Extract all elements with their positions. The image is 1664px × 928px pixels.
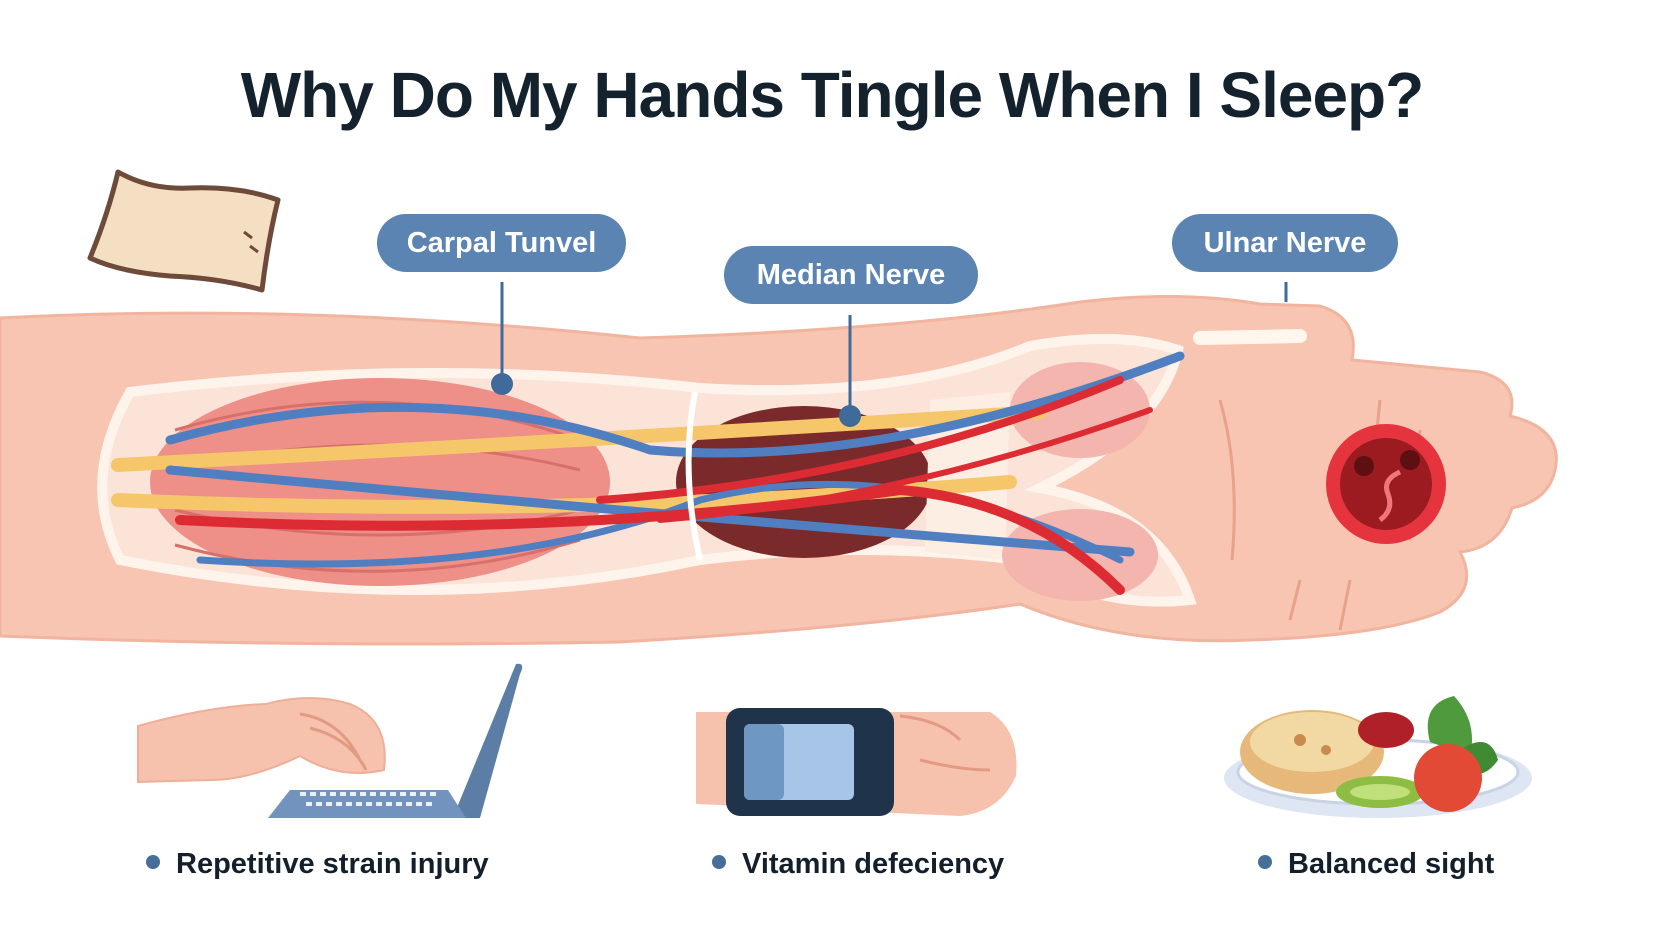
caption-text: Repetitive strain injury xyxy=(176,848,489,880)
food-plate-icon xyxy=(1224,696,1532,818)
caption-balanced-sight: Balanced sight xyxy=(1258,848,1494,881)
caption-text: Vitamin defeciency xyxy=(742,848,1005,880)
laptop-typing-icon xyxy=(137,663,523,818)
bullet-icon xyxy=(712,855,726,870)
pillow-icon xyxy=(87,169,281,293)
label-carpal-tunnel: Carpal Tunvel xyxy=(377,214,626,272)
bullet-icon xyxy=(146,855,160,870)
label-leader-lines xyxy=(491,282,1288,427)
label-median-nerve: Median Nerve xyxy=(724,246,978,304)
label-ulnar-nerve: Ulnar Nerve xyxy=(1172,214,1398,272)
blood-cell-icon xyxy=(1326,424,1446,544)
caption-vitamin-deficiency: Vitamin defeciency xyxy=(712,848,1004,881)
caption-text: Balanced sight xyxy=(1288,848,1495,880)
wrist-brace-icon xyxy=(696,708,1017,816)
page-title: Why Do My Hands Tingle When I Sleep? xyxy=(240,59,1424,131)
forearm-illustration xyxy=(0,294,1558,646)
bullet-icon xyxy=(1258,855,1272,870)
caption-repetitive-strain: Repetitive strain injury xyxy=(146,848,489,881)
